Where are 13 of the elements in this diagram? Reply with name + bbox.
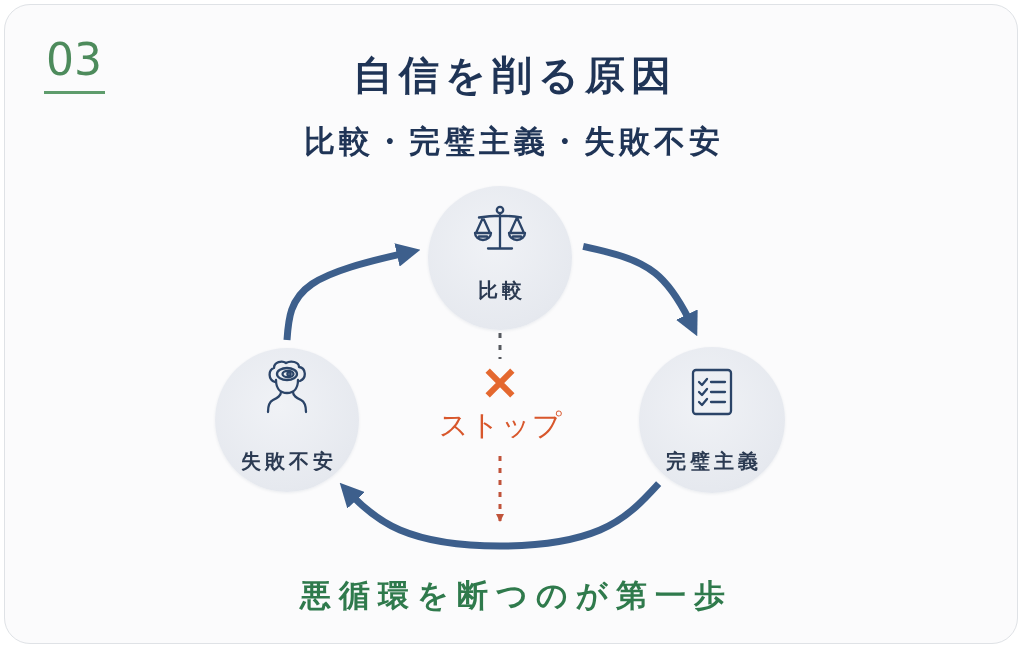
arrow [582, 242, 701, 338]
concept-label: 失敗不安 [240, 448, 337, 474]
dashed-arrow [496, 456, 504, 522]
concept-label: 完璧主義 [665, 448, 762, 474]
concept-label: 比較 [477, 277, 526, 303]
subtitle: 比較・完璧主義・失敗不安 [303, 123, 724, 159]
title: 自信を削る原因 [352, 52, 677, 98]
dashed-connector-line [498, 333, 502, 359]
arrow [283, 243, 422, 341]
section-number: 03 [46, 34, 102, 86]
caption: 悪循環を断つのが第一歩 [298, 577, 733, 613]
arrow [337, 480, 662, 550]
stop-label: ストップ [437, 408, 563, 443]
